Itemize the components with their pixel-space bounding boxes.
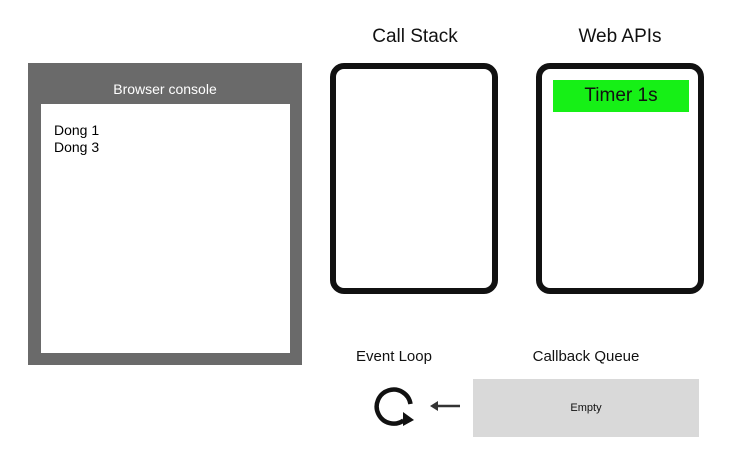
console-line: Dong 3 <box>54 139 100 155</box>
left-arrow-icon <box>430 401 460 411</box>
browser-console-output: Dong 1 Dong 3 <box>41 104 290 353</box>
console-line: Dong 1 <box>54 122 100 138</box>
call-stack-box <box>330 63 498 294</box>
loop-arrow-icon <box>374 387 414 426</box>
callback-queue-box: Empty <box>473 379 699 437</box>
event-loop-title: Event Loop <box>356 348 432 365</box>
browser-console-panel: Browser console Dong 1 Dong 3 <box>28 63 302 365</box>
web-apis-title: Web APIs <box>578 26 662 47</box>
callback-queue-title: Callback Queue <box>532 348 640 365</box>
call-stack-title: Call Stack <box>372 26 458 47</box>
browser-console-title: Browser console <box>113 81 217 97</box>
timer-item: Timer 1s <box>553 80 689 112</box>
